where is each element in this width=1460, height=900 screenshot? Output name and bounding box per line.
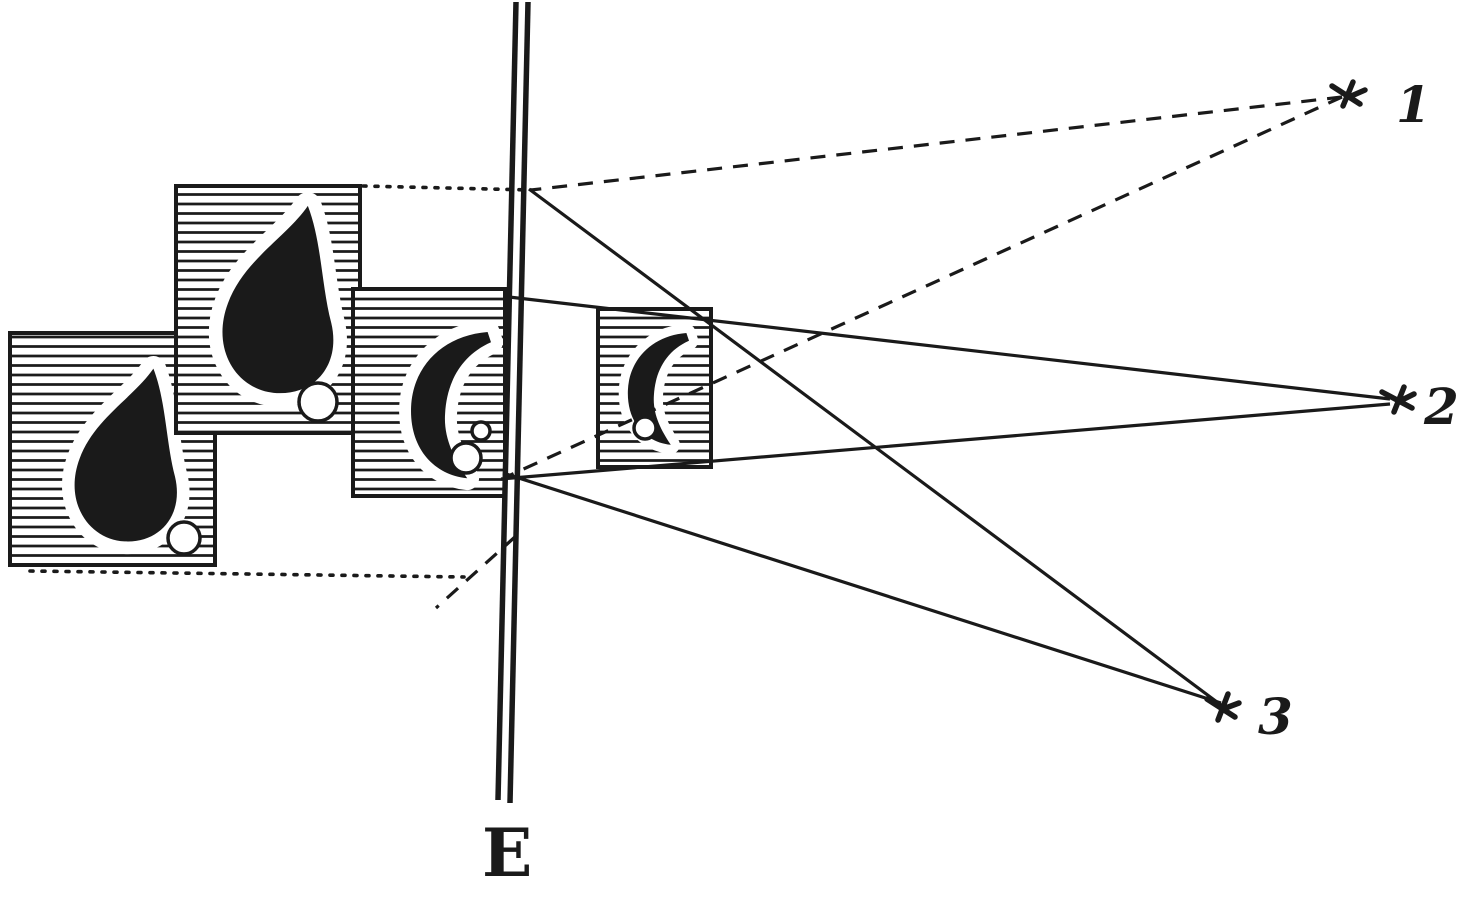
- picture-plane: [495, 1, 531, 804]
- bottom-construction-dotted-line: [28, 569, 466, 579]
- picture-plane-line-right: [507, 1, 531, 804]
- viewpoint-1-label: 1: [1396, 75, 1431, 134]
- sightline-viewpoint2-lower: [500, 402, 1391, 481]
- panel-frame: [8, 331, 217, 567]
- projection-panel-small-right: [596, 307, 713, 469]
- figure-body: [222, 205, 334, 394]
- figure-body: [74, 368, 177, 542]
- sightline-viewpoint2-upper: [508, 295, 1391, 401]
- projection-panel-middle: [351, 287, 507, 498]
- viewpoint-1-mark-icon: [1329, 79, 1368, 109]
- viewpoint-1: 1: [1329, 75, 1431, 134]
- figure-knob-small: [470, 420, 492, 442]
- picture-plane-label: E: [482, 814, 532, 892]
- hook-figure: [399, 320, 503, 491]
- projection-panel-tall: [174, 184, 362, 435]
- figure-body: [411, 332, 491, 479]
- figure-knob: [632, 415, 658, 441]
- viewpoint-3-label: 3: [1258, 687, 1293, 746]
- figure-knob: [166, 520, 202, 556]
- construction-dash-below-plane: [434, 534, 518, 610]
- sightline-viewpoint1-upper: [530, 95, 1343, 192]
- viewpoint-2: 2: [1379, 377, 1459, 436]
- viewpoint-3-mark-icon: [1204, 691, 1242, 723]
- sightline-viewpoint3-upper: [528, 187, 1222, 707]
- figure-knob: [449, 441, 483, 475]
- picture-plane-line-left: [495, 1, 519, 801]
- teardrop-figure: [208, 192, 347, 407]
- viewpoint-2-label: 2: [1423, 377, 1459, 436]
- viewpoint-3: 3: [1204, 687, 1293, 746]
- top-construction-dotted-line: [361, 184, 533, 192]
- sight-lines: [28, 95, 1391, 707]
- teardrop-figure: [62, 356, 190, 555]
- viewpoint-2-mark-icon: [1379, 384, 1417, 415]
- figure-knob: [297, 381, 339, 423]
- sightline-viewpoint3-lower: [502, 471, 1222, 705]
- sightline-viewpoint1-lower: [505, 95, 1343, 479]
